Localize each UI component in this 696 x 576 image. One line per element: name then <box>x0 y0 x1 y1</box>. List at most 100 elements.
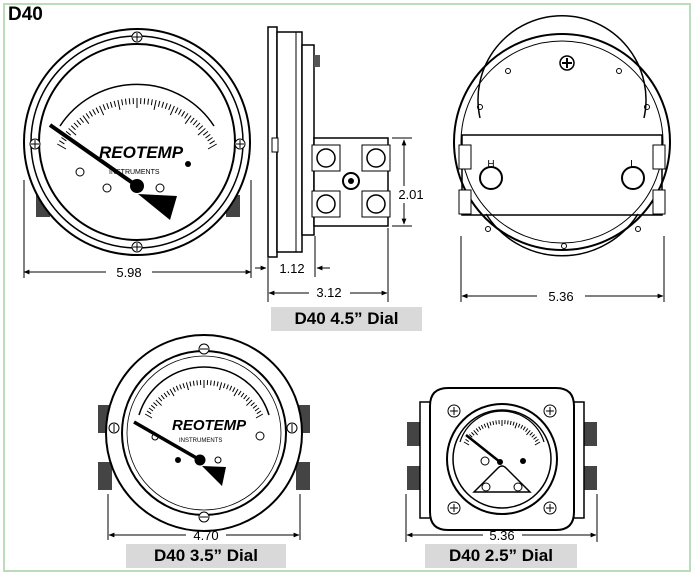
scale-tick <box>68 128 77 136</box>
dim-small-width: 5.36 <box>489 528 514 543</box>
port-low-label: L <box>630 159 636 170</box>
scale-tick <box>480 424 484 429</box>
scale-arc <box>59 83 215 127</box>
scale-tick <box>177 109 182 115</box>
small-corner-screws <box>447 404 557 515</box>
scale-tick <box>181 111 186 117</box>
back-flange <box>453 33 671 251</box>
mid-face-screw <box>151 433 159 441</box>
mid-bezel-screws <box>108 343 298 523</box>
scale-tick <box>232 387 236 393</box>
scale-tick <box>166 390 171 396</box>
scale-tick <box>471 432 475 436</box>
scale-tick <box>148 407 154 412</box>
scale-tick <box>495 420 497 425</box>
scale-tick <box>254 407 260 412</box>
scale-tick <box>533 436 537 440</box>
scale-tick <box>76 120 82 126</box>
scale-tick <box>79 117 84 123</box>
side-screw-head <box>314 55 320 67</box>
scale-tick <box>172 387 176 393</box>
scale-tick <box>486 422 490 429</box>
scale-tick <box>216 381 219 387</box>
mid-face-screw <box>175 457 181 463</box>
scale-tick <box>195 122 201 128</box>
dim-side-height: 2.01 <box>398 187 423 202</box>
bezel-screws <box>29 31 246 253</box>
scale-tick <box>492 420 495 425</box>
back-case-rim <box>477 15 647 119</box>
scale-tick <box>61 137 67 142</box>
small-dial-plate <box>472 465 532 493</box>
small-scale-ticks <box>463 420 541 446</box>
pointer-needle <box>48 123 139 188</box>
dim-mid-width: 4.70 <box>193 528 218 543</box>
scale-tick <box>192 380 195 386</box>
scale-tick <box>475 428 479 432</box>
side-tab <box>271 137 279 153</box>
scale-tick <box>478 426 482 431</box>
scale-tick <box>65 130 72 136</box>
scale-tick <box>168 104 172 111</box>
scale-ticks <box>57 98 217 150</box>
scale-tick <box>143 98 146 105</box>
scale-tick <box>85 113 90 119</box>
small-face-screw <box>480 456 490 466</box>
dim-front-width: 5.98 <box>116 265 141 280</box>
face-screw <box>75 167 85 177</box>
scale-tick <box>153 99 157 110</box>
scale-tick <box>207 143 217 150</box>
scale-tick <box>205 133 211 139</box>
scale-tick <box>197 128 206 136</box>
scale-tick <box>468 434 473 438</box>
scale-tick <box>240 392 245 398</box>
zero-adjust-screw <box>185 161 191 167</box>
pointer-hub <box>130 179 144 193</box>
scale-tick <box>534 438 539 443</box>
scale-tick <box>243 394 248 400</box>
scale-tick <box>246 399 253 406</box>
scale-tick <box>489 421 492 426</box>
scale-tick <box>146 410 152 415</box>
scale-tick <box>473 429 478 436</box>
mid-pointer-counterweight <box>202 466 226 486</box>
scale-tick <box>109 101 113 108</box>
mid-pointer-hub <box>194 454 206 466</box>
back-case-lower <box>485 213 639 257</box>
port-high-label: H <box>487 159 494 170</box>
scale-tick <box>514 422 518 429</box>
scale-tick <box>102 104 106 111</box>
back-flange-inner <box>460 40 664 244</box>
mid-face-screw <box>214 456 222 464</box>
scale-tick <box>531 434 536 438</box>
mid-pointer-needle <box>133 420 201 462</box>
scale-tick <box>158 397 163 402</box>
scale-tick <box>245 397 250 402</box>
port-high <box>479 166 503 190</box>
small-scale-arc <box>459 410 545 443</box>
scale-tick <box>88 111 93 117</box>
scale-tick <box>526 429 531 436</box>
face-screw <box>155 183 165 193</box>
scale-tick <box>233 388 239 397</box>
scale-tick <box>517 423 521 428</box>
small-face-screw <box>513 482 523 492</box>
scale-tick <box>237 390 242 396</box>
side-flange <box>276 31 303 253</box>
scale-tick <box>174 107 179 114</box>
scale-tick <box>169 105 175 116</box>
scale-tick <box>522 426 526 431</box>
scale-tick <box>163 392 168 398</box>
back-view: H L 5.36 <box>453 15 671 304</box>
scale-tick <box>507 420 509 425</box>
scale-tick <box>509 420 512 425</box>
back-side-fittings <box>458 144 666 215</box>
side-view: 2.01 1.12 3.12 <box>255 26 424 302</box>
brand-logo: REOTEMP <box>99 143 184 162</box>
scale-tick <box>153 402 158 407</box>
small-side-fittings <box>407 422 597 490</box>
face-screw <box>102 183 112 193</box>
scale-tick <box>198 125 204 131</box>
mid-scale-arc <box>138 366 270 416</box>
